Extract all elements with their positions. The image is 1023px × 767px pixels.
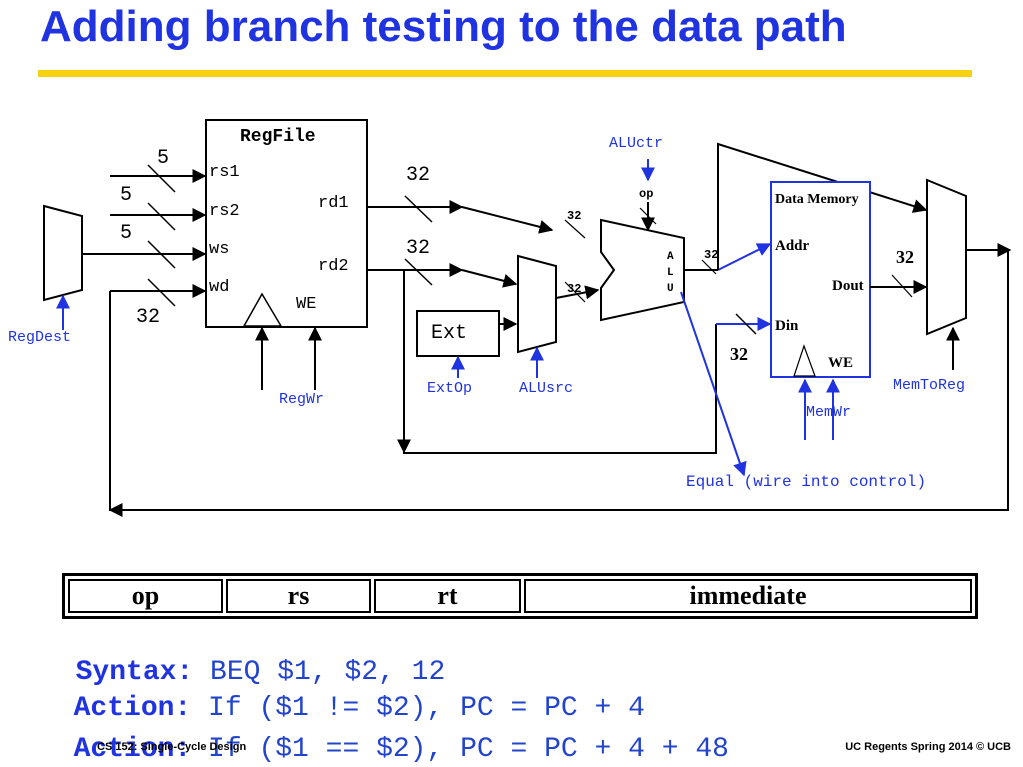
ext-label: Ext bbox=[431, 322, 467, 345]
rd2-to-din-wire bbox=[403, 270, 717, 454]
memory-we: WE bbox=[828, 355, 853, 371]
width-rd1: 32 bbox=[406, 164, 430, 187]
memory-clock-triangle bbox=[793, 344, 816, 377]
memtoreg-mux bbox=[926, 178, 967, 336]
port-rd2: rd2 bbox=[318, 257, 349, 276]
alusrc-label: ALUsrc bbox=[519, 380, 573, 397]
regfile-title: RegFile bbox=[240, 127, 316, 147]
instruction-format: op rs rt immediate bbox=[62, 573, 978, 619]
equal-label: Equal (wire into control) bbox=[686, 473, 926, 491]
writeback-wire bbox=[109, 250, 1009, 511]
alu-letter-l: L bbox=[667, 267, 674, 279]
port-rs2: rs2 bbox=[209, 202, 240, 221]
syntax-line: Syntax: BEQ $1, $2, 12 bbox=[42, 626, 446, 688]
width-alu-out: 32 bbox=[704, 248, 718, 262]
memory-dout: Dout bbox=[832, 278, 864, 294]
width-rs1: 5 bbox=[157, 147, 169, 170]
regdest-mux bbox=[43, 204, 83, 302]
field-immediate: immediate bbox=[524, 579, 972, 613]
memtoreg-label: MemToReg bbox=[893, 377, 965, 394]
action2-label: Action: bbox=[73, 734, 192, 765]
width-alu-a: 32 bbox=[567, 209, 581, 223]
syntax-text: BEQ $1, $2, 12 bbox=[193, 657, 446, 688]
regwr-label: RegWr bbox=[279, 391, 324, 408]
alu-letter-u: U bbox=[667, 283, 674, 295]
port-rs1: rs1 bbox=[209, 163, 240, 182]
width-din: 32 bbox=[730, 344, 748, 364]
footer-left: CS 152: Single-Cycle Design bbox=[97, 741, 247, 753]
equal-wire bbox=[680, 291, 747, 477]
action-line-2: Action: If ($1 == $2), PC = PC + 4 + 48 bbox=[40, 703, 729, 765]
field-rt: rt bbox=[374, 579, 521, 613]
memory-addr: Addr bbox=[775, 238, 810, 254]
slide-title: Adding branch testing to the data path bbox=[40, 2, 847, 51]
extop-label: ExtOp bbox=[427, 380, 472, 397]
action-line-1: Action: If ($1 != $2), PC = PC + 4 bbox=[40, 662, 645, 724]
regfile-box bbox=[205, 119, 368, 328]
width-dout: 32 bbox=[896, 247, 914, 267]
memwr-label: MemWr bbox=[806, 404, 851, 421]
action1-text: If ($1 != $2), PC = PC + 4 bbox=[191, 693, 645, 724]
memory-title: Data Memory bbox=[775, 192, 859, 207]
port-ws: ws bbox=[209, 240, 229, 259]
width-rs2: 5 bbox=[120, 184, 132, 207]
action2-text: If ($1 == $2), PC = PC + 4 + 48 bbox=[191, 734, 729, 765]
title-underline bbox=[38, 70, 972, 77]
alusrc-mux bbox=[517, 254, 557, 354]
alu-letter-a: A bbox=[667, 251, 674, 263]
alu-op-label: op bbox=[639, 187, 653, 201]
action1-label: Action: bbox=[73, 693, 192, 724]
width-alu-b: 32 bbox=[567, 282, 581, 296]
footer-right: UC Regents Spring 2014 © UCB bbox=[845, 741, 1011, 753]
syntax-label: Syntax: bbox=[75, 657, 194, 688]
port-we: WE bbox=[296, 295, 316, 314]
port-rd1: rd1 bbox=[318, 194, 349, 213]
data-memory-box bbox=[770, 181, 871, 378]
ext-box bbox=[416, 310, 500, 357]
regdest-label: RegDest bbox=[8, 329, 71, 346]
width-rd2: 32 bbox=[406, 237, 430, 260]
aluctr-label: ALUctr bbox=[609, 135, 663, 152]
field-rs: rs bbox=[226, 579, 371, 613]
regfile-clock-triangle bbox=[242, 292, 283, 327]
width-ws: 5 bbox=[120, 222, 132, 245]
memory-din: Din bbox=[775, 318, 799, 334]
port-wd: wd bbox=[209, 278, 229, 297]
field-op: op bbox=[68, 579, 223, 613]
width-wd: 32 bbox=[136, 306, 160, 329]
alu-shape bbox=[600, 218, 685, 322]
